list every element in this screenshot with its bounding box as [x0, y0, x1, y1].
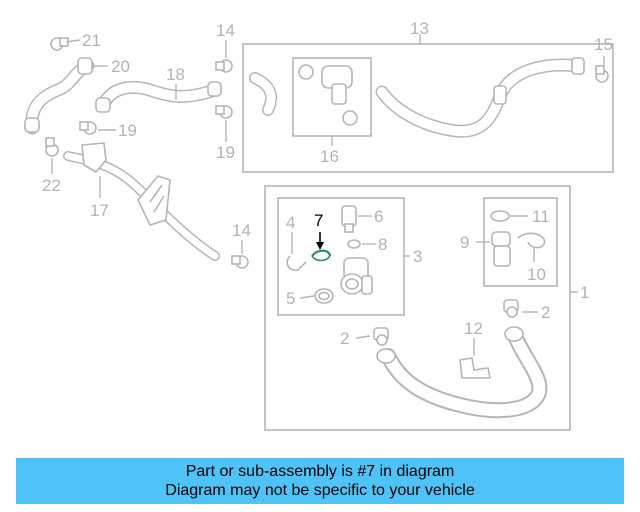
callout-11: 11 [532, 207, 550, 226]
callout-8: 8 [378, 235, 387, 254]
banner-line-2: Diagram may not be specific to your vehi… [165, 482, 475, 499]
callout-10: 10 [527, 265, 546, 284]
callout-6: 6 [374, 207, 383, 226]
hose-1-lower [376, 326, 548, 419]
leader-lines [51, 34, 605, 356]
callout-18: 18 [166, 65, 185, 84]
callout-14a: 14 [216, 21, 235, 40]
hose-20 [24, 57, 95, 135]
clamp-2b [503, 299, 519, 318]
callout-16: 16 [320, 147, 339, 166]
part-6-sensor [341, 205, 357, 233]
part-5-seal [314, 288, 334, 304]
hose-18 [95, 80, 222, 113]
callout-2a: 2 [340, 329, 349, 348]
clamp-14a [215, 59, 233, 73]
callout-19b: 19 [216, 143, 235, 162]
long-hose-13 [375, 57, 585, 138]
callout-13: 13 [410, 19, 429, 38]
clamp-2a [373, 327, 389, 346]
clamp-19b [215, 105, 233, 119]
callout-17: 17 [90, 201, 109, 220]
part-8-oring [347, 239, 361, 249]
part-9-connector [491, 231, 511, 267]
callout-22: 22 [42, 176, 61, 195]
small-hose-13 [249, 72, 278, 116]
leader-7-arrow [316, 232, 324, 250]
banner-line-1: Part or sub-assembly is #7 in diagram [185, 463, 455, 480]
callout-21: 21 [82, 31, 101, 50]
part-10-clip [517, 232, 546, 249]
clamp-15 [595, 65, 609, 83]
callout-3: 3 [413, 247, 422, 266]
callout-15: 15 [594, 35, 613, 54]
clamp-19a [79, 121, 97, 135]
callout-7: 7 [314, 211, 323, 230]
callout-12: 12 [464, 319, 483, 338]
callout-2b: 2 [541, 303, 550, 322]
pipe-17 [63, 142, 220, 261]
box-13 [242, 43, 614, 173]
part-7-clip-highlight [311, 249, 332, 262]
clamp-14b [231, 255, 249, 269]
callout-4: 4 [286, 213, 295, 232]
parts-diagram: 21 20 18 19 22 17 14 19 13 15 16 14 7 6 … [24, 19, 614, 431]
info-banner: Part or sub-assembly is #7 in diagram Di… [16, 458, 624, 504]
thermostat-16 [298, 64, 358, 126]
part-4-clip [286, 255, 307, 272]
box-1 [264, 185, 571, 431]
callout-14b: 14 [232, 221, 251, 240]
box-3 [277, 197, 405, 316]
clamp-21 [50, 37, 69, 51]
clamp-22 [45, 137, 59, 157]
callout-20: 20 [111, 57, 130, 76]
part-11-ring [490, 210, 510, 222]
callout-9: 9 [460, 233, 469, 252]
housing-3 [340, 257, 373, 295]
callout-19a: 19 [118, 121, 137, 140]
callout-5: 5 [286, 289, 295, 308]
callout-1: 1 [580, 283, 589, 302]
bracket-12 [459, 357, 491, 379]
